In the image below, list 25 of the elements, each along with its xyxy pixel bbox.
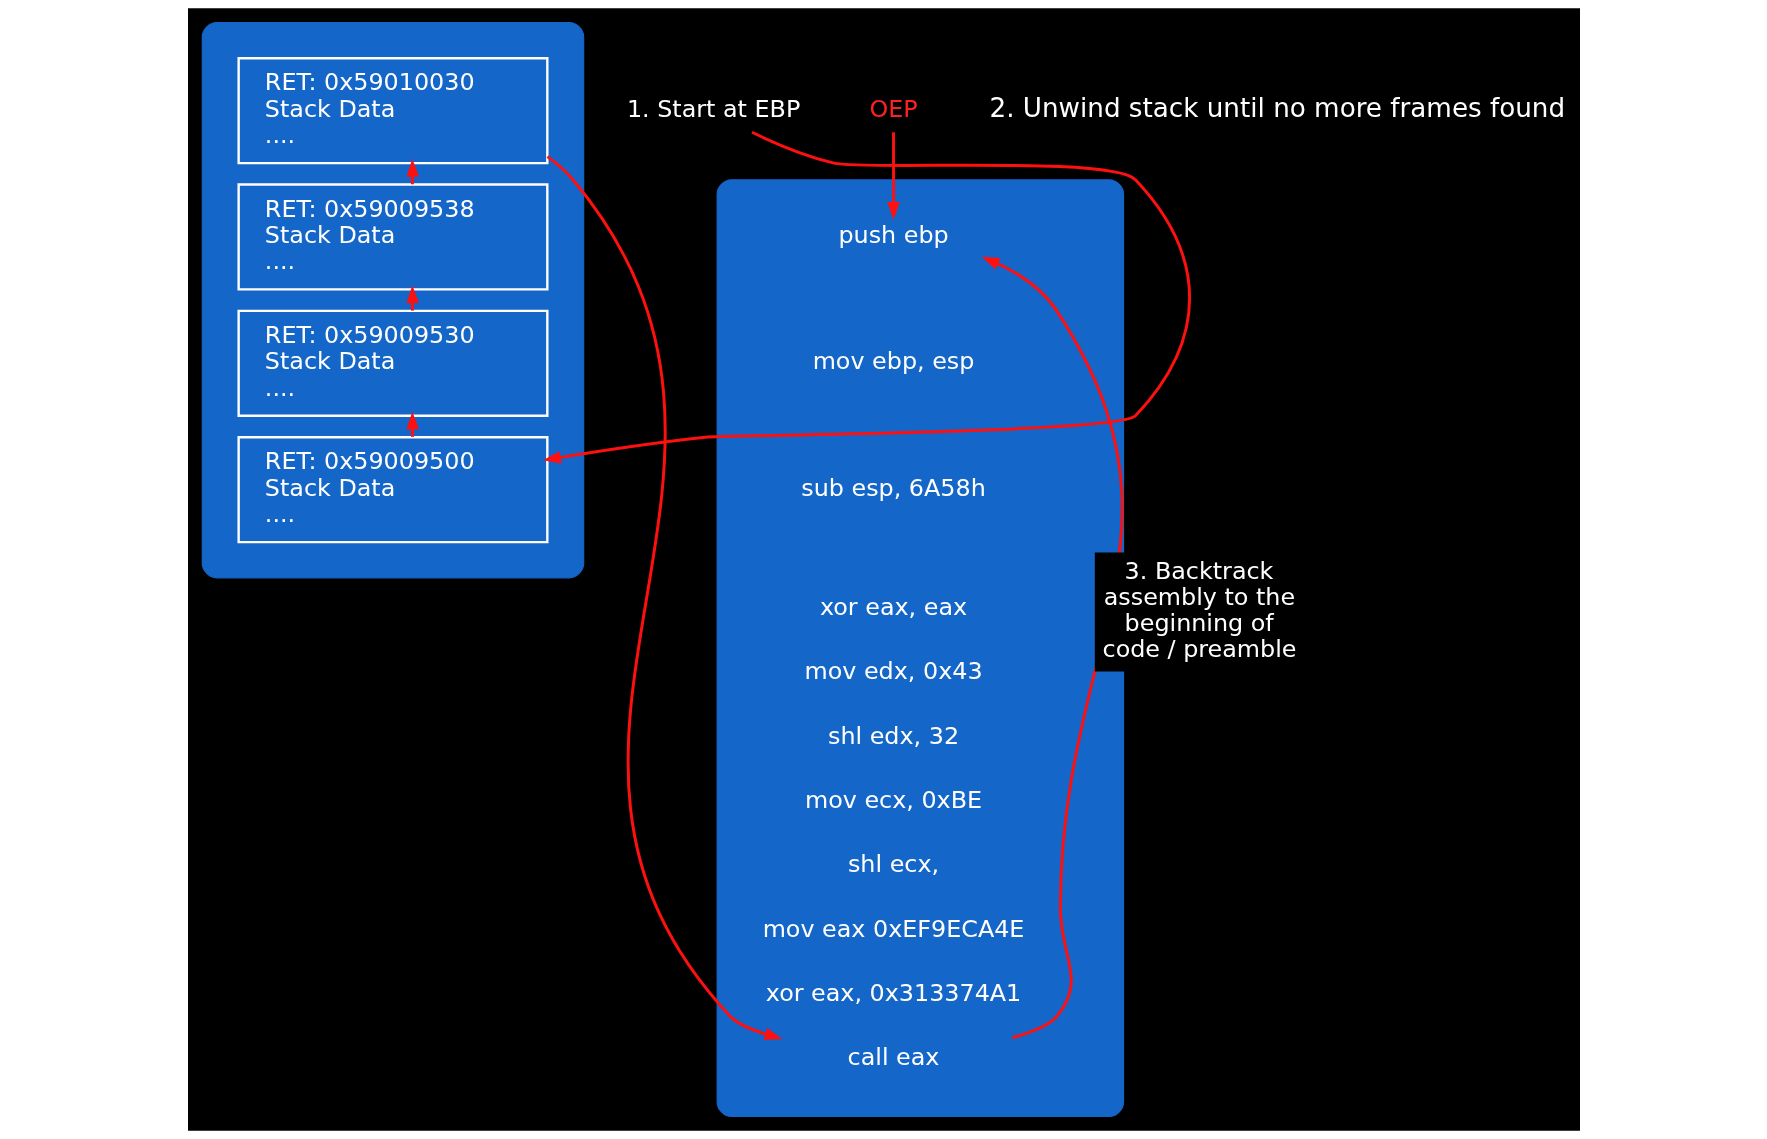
node-box: RET: 0x59009538 Stack Data ....: [236, 183, 548, 291]
node-text: push ebp: [837, 220, 949, 249]
arrow: [405, 285, 419, 311]
node-box: RET: 0x59009530 Stack Data ....: [236, 309, 548, 417]
node-text: mov ecx, 0xBE: [804, 785, 982, 814]
arrow: [405, 411, 419, 437]
node-text: shl ecx,: [847, 850, 939, 879]
node-text: shl edx, 32: [827, 721, 959, 750]
node-text: xor eax, eax: [819, 592, 967, 621]
node-text: xor eax, 0x313374A1: [765, 978, 1021, 1007]
edge-label: 3. Backtrack assembly to the beginning of code / preamble: [1102, 556, 1296, 664]
node-text: mov edx, 0x43: [803, 657, 983, 686]
label: 2. Unwind stack until no more frames found: [988, 93, 1565, 124]
node-text: OEP: [868, 94, 918, 123]
arrow: [542, 130, 1191, 464]
node-box: RET: 0x59009500 Stack Data ....: [236, 436, 548, 544]
arrow: [546, 155, 783, 1041]
node-text: call eax: [847, 1043, 939, 1072]
node-text: sub esp, 6A58h: [800, 473, 986, 502]
arrow: [886, 132, 900, 220]
node-text: 1. Start at EBP: [626, 94, 800, 123]
node-box: RET: 0x59010030 Stack Data ....: [236, 57, 548, 165]
node-text: mov ebp, esp: [812, 347, 974, 376]
node-text: mov eax 0xEF9ECA4E: [762, 914, 1024, 943]
cluster: [201, 21, 584, 579]
